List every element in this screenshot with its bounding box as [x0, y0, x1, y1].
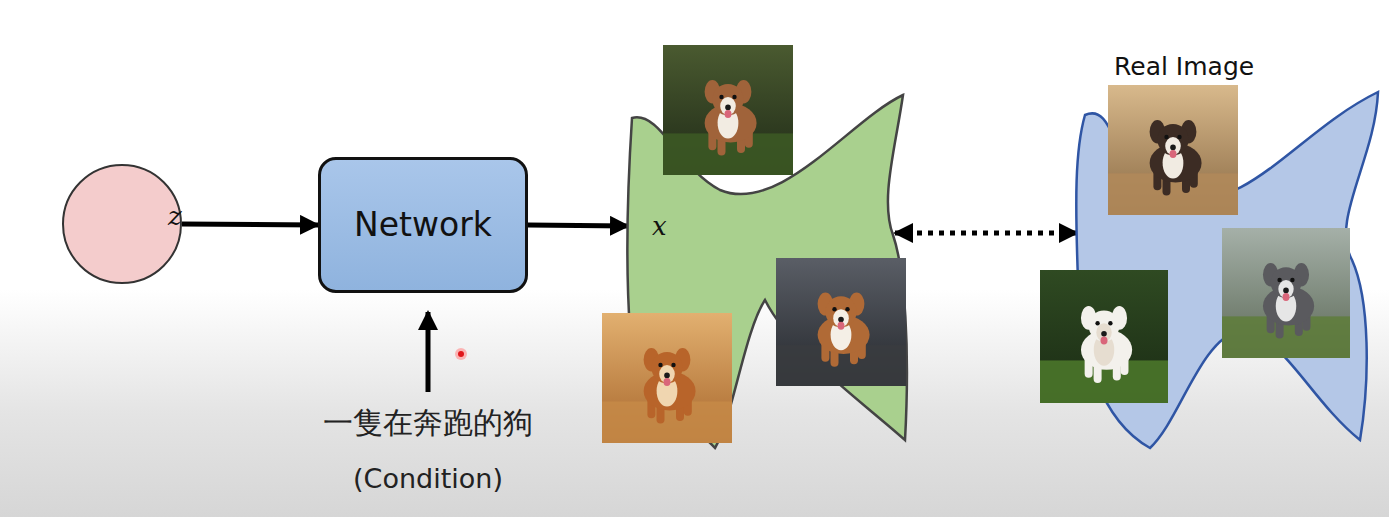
latent-circle: z	[62, 164, 182, 284]
condition-arrow	[426, 312, 431, 392]
dog-photo	[602, 313, 732, 443]
real-distribution: Real Image	[1070, 85, 1385, 455]
generated-distribution-outline	[620, 88, 910, 453]
real-distribution-path	[1076, 92, 1378, 448]
pointer-glow	[455, 348, 467, 360]
comparison-arrow	[895, 231, 1077, 236]
dog-photo	[663, 45, 793, 175]
dog-photo	[1222, 228, 1350, 358]
real-distribution-text: Real Image	[1114, 53, 1254, 82]
network-box: Network	[318, 157, 528, 293]
flow-arrow	[182, 224, 318, 225]
dog-photo	[1040, 270, 1168, 403]
real-distribution-outline	[1070, 85, 1385, 455]
condition-tag: (Condition)	[353, 463, 503, 494]
dog-photo	[1108, 85, 1238, 215]
latent-circle-text: z	[168, 202, 182, 232]
generated-distribution-text: x	[652, 212, 667, 242]
flow-arrow	[528, 225, 628, 226]
pointer-dot	[458, 351, 464, 357]
generated-distribution-path	[627, 95, 907, 448]
network-box-text: Network	[354, 206, 492, 244]
dog-photo	[776, 258, 906, 386]
generated-distribution: x	[620, 88, 910, 453]
condition-text: 一隻在奔跑的狗	[323, 403, 533, 444]
